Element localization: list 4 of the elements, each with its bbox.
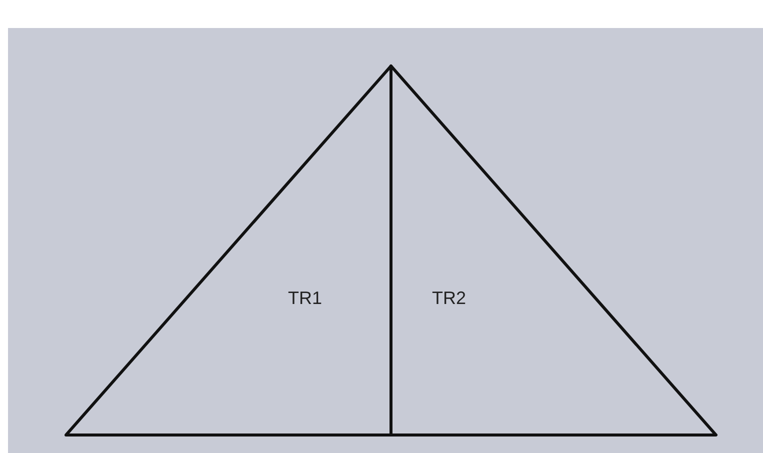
triangle-region: [391, 66, 716, 435]
region-label: TR1: [288, 288, 322, 308]
region-label: TR2: [432, 288, 466, 308]
triangle-region: [66, 66, 391, 435]
